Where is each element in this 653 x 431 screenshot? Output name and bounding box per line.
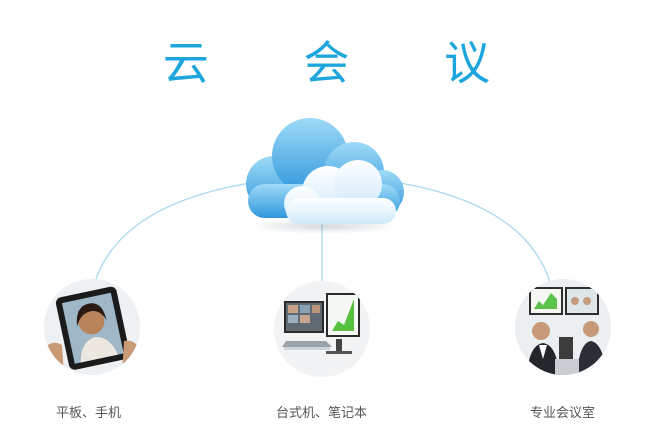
tablet-user-icon [44, 279, 140, 375]
desktop-laptop-icon [274, 281, 370, 377]
cloud-icon [246, 118, 404, 234]
page-title: 云 会 议 [162, 36, 531, 90]
meeting-room-icon [515, 279, 611, 375]
device-label-meeting-room: 专业会议室 [530, 406, 596, 421]
device-meeting-room [515, 279, 611, 375]
connector-arc-left [94, 182, 251, 283]
device-desktop-laptop [274, 281, 370, 377]
connector-arc-right [399, 182, 551, 283]
device-label-tablet-phone: 平板、手机 [56, 406, 122, 421]
device-label-desktop-laptop: 台式机、笔记本 [276, 406, 368, 421]
device-tablet-phone [44, 279, 140, 375]
